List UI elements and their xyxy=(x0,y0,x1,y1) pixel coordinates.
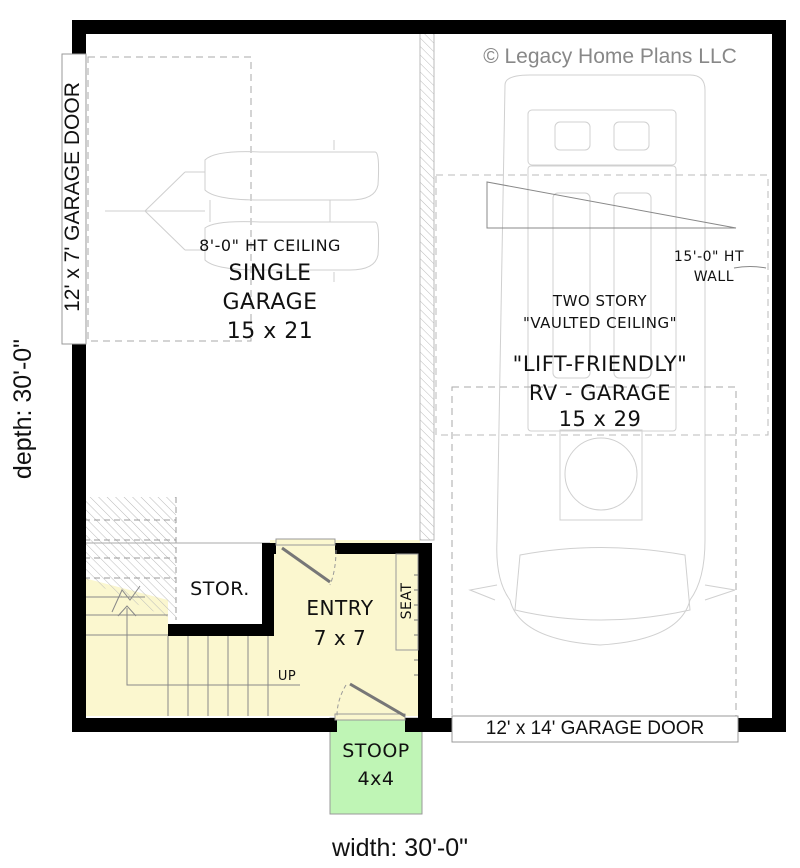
vault-slope-triangle xyxy=(486,181,737,229)
depth-dimension: depth: 30'-0" xyxy=(9,338,37,480)
rv-vehicle-drawing xyxy=(468,74,736,646)
rv-garage-name-2: RV - GARAGE xyxy=(528,381,672,405)
stoop-size: 4x4 xyxy=(357,768,395,790)
wall-height-note-1: 15'-0" HT xyxy=(673,249,744,265)
stairs-up-label: UP xyxy=(277,669,297,684)
seat-label: SEAT xyxy=(399,582,415,620)
rv-garage-name-1: "LIFT-FRIENDLY" xyxy=(512,352,688,376)
entry-size: 7 x 7 xyxy=(313,626,367,650)
wall-note-leader xyxy=(733,266,767,269)
rv-ceiling-note-1: TWO STORY xyxy=(552,292,648,310)
vaulted-ceiling-zone xyxy=(435,174,769,436)
single-garage-ceiling-note: 8'-0" HT CEILING xyxy=(199,236,341,255)
side-garage-door-frame xyxy=(61,53,87,345)
jetski-trailer-drawing xyxy=(105,140,380,282)
rv-garage-door-label: 12' x 14' GARAGE DOOR xyxy=(485,718,705,739)
rv-door-swing xyxy=(451,386,737,718)
single-garage-size: 15 x 21 xyxy=(226,319,314,344)
wall-height-note-2: WALL xyxy=(693,269,734,285)
stair-hatch xyxy=(84,497,270,620)
rv-garage-door-frame xyxy=(451,715,739,743)
side-garage-door-label: 12' x 7' GARAGE DOOR xyxy=(61,82,84,312)
copyright-notice: © Legacy Home Plans LLC xyxy=(483,45,737,68)
side-door-swing xyxy=(87,56,252,342)
single-garage-name-2: GARAGE xyxy=(222,290,318,315)
storage-room xyxy=(178,545,262,623)
exterior-entry-door xyxy=(334,682,406,721)
interior-door xyxy=(275,538,337,586)
partition-wall-hatch xyxy=(419,31,435,541)
stoop-slab xyxy=(329,717,423,815)
width-dimension: width: 30'-0" xyxy=(332,834,468,862)
stoop-label: STOOP xyxy=(342,740,410,762)
stair-treads xyxy=(84,585,300,716)
single-garage-name-1: SINGLE xyxy=(228,261,312,286)
entry-label: ENTRY xyxy=(306,596,374,620)
rv-garage-size: 15 x 29 xyxy=(558,407,642,431)
entry-seat xyxy=(395,553,419,676)
storage-label: STOR. xyxy=(190,578,250,600)
exterior-walls xyxy=(72,20,786,732)
rv-ceiling-note-2: "VAULTED CEILING" xyxy=(522,314,678,332)
